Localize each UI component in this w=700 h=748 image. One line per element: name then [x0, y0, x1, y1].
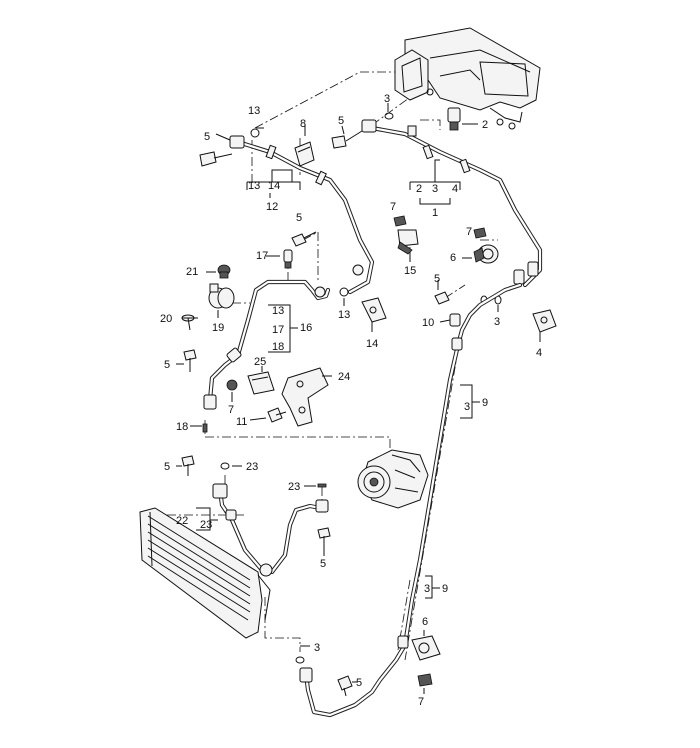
- callout-3-group: 3: [432, 183, 438, 195]
- bolt-5-right: [434, 291, 450, 305]
- o-ring-13-mid: [339, 287, 349, 297]
- callout-5-mid: 5: [296, 212, 302, 224]
- callout-13-group-16: 13: [272, 305, 284, 317]
- bracket-14-mid: [361, 297, 387, 323]
- callout-5-right: 5: [434, 273, 440, 285]
- callout-labels: 13 5 8 5 3 2 13 14 12 2 3 4 1 5 7 15 7 6…: [160, 93, 542, 708]
- callout-15: 15: [404, 265, 416, 277]
- callout-7-right: 7: [466, 226, 472, 238]
- group-brackets: [176, 103, 541, 694]
- bolt-5-compressor: [317, 527, 331, 546]
- bolt-5-left-mid: [183, 349, 197, 372]
- service-valve-19: [208, 283, 235, 309]
- callout-13-mid: 13: [338, 309, 350, 321]
- callout-3-bottom: 3: [314, 642, 320, 654]
- callout-17-top: 17: [256, 250, 268, 262]
- callout-22: 22: [176, 515, 188, 527]
- clamp-6-top: [473, 244, 499, 264]
- callout-18: 18: [176, 421, 188, 433]
- compressor-line-22: [212, 483, 329, 577]
- callout-5-top-mid: 5: [338, 115, 344, 127]
- callout-5-left-mid: 5: [164, 359, 170, 371]
- bracket-24: [281, 367, 329, 427]
- callout-7-top: 7: [390, 201, 396, 213]
- callout-5-compressor: 5: [320, 558, 326, 570]
- callout-6-top: 6: [450, 252, 456, 264]
- callout-4: 4: [536, 347, 542, 359]
- bolt-5-top-left: [199, 151, 233, 167]
- callout-23-a: 23: [246, 461, 258, 473]
- suction-line-upper: [361, 119, 543, 288]
- callout-23-b: 23: [288, 481, 300, 493]
- screw-20: [181, 314, 195, 331]
- pressure-line-16: [203, 279, 331, 410]
- callout-3-top: 3: [384, 93, 390, 105]
- clamp-6-bottom: [411, 635, 441, 661]
- callout-9-bottom: 9: [442, 583, 448, 595]
- callout-4-group: 4: [452, 183, 458, 195]
- callout-14-group: 14: [268, 180, 280, 192]
- callout-9-top: 9: [482, 397, 488, 409]
- cap-21: [217, 264, 231, 279]
- bolt-5-lower-left: [181, 455, 195, 476]
- condenser: [139, 507, 271, 639]
- clip-8: [294, 141, 315, 167]
- callout-3-right: 3: [494, 316, 500, 328]
- o-ring-13-top: [250, 128, 260, 138]
- bracket-4: [532, 309, 557, 333]
- bolt-5-bottom: [337, 675, 353, 697]
- o-ring-23-b: [317, 483, 327, 488]
- callout-8: 8: [300, 118, 306, 130]
- callout-17-group-16: 17: [272, 324, 284, 336]
- ac-compressor: [357, 449, 429, 509]
- o-ring-3-top: [384, 112, 394, 120]
- callout-7-bottom: 7: [418, 696, 424, 708]
- callout-24: 24: [338, 371, 350, 383]
- o-ring-23-a: [220, 462, 230, 470]
- callout-3-group-9-b: 3: [424, 583, 430, 595]
- callout-14-mid: 14: [366, 338, 378, 350]
- callout-16: 16: [300, 322, 312, 334]
- callout-19: 19: [212, 322, 224, 334]
- callout-20: 20: [160, 313, 172, 325]
- callout-2: 2: [482, 119, 488, 131]
- hose-assembly-12: [229, 135, 375, 295]
- callout-1: 1: [432, 207, 438, 219]
- bolt-5-mid: [291, 231, 317, 247]
- clamp-15: [397, 229, 419, 255]
- callout-12: 12: [266, 201, 278, 213]
- liquid-line-long: [299, 282, 523, 718]
- callout-5-top-left: 5: [204, 131, 210, 143]
- bolt-5-top-mid: [331, 130, 363, 149]
- screw-7-top: [393, 215, 407, 227]
- callout-13-top: 13: [248, 105, 260, 117]
- callout-10: 10: [422, 317, 434, 329]
- clamp-25: [247, 371, 275, 395]
- callout-25: 25: [254, 356, 266, 368]
- callout-5-lower-left: 5: [164, 461, 170, 473]
- callout-21: 21: [186, 266, 198, 278]
- bolt-11: [267, 407, 287, 423]
- callout-7-mid: 7: [228, 404, 234, 416]
- o-ring-18: [202, 423, 208, 433]
- plug-7-mid: [226, 379, 238, 391]
- hvac-housing: [394, 27, 541, 130]
- callout-5-bottom: 5: [356, 677, 362, 689]
- callout-18-group-16: 18: [272, 341, 284, 353]
- screw-7-bottom: [417, 673, 433, 687]
- callout-3-group-9: 3: [464, 401, 470, 413]
- fitting-10: [449, 313, 461, 327]
- callout-23-group: 23: [200, 519, 212, 531]
- o-ring-3-bottom: [295, 656, 305, 664]
- callout-11: 11: [236, 416, 247, 428]
- pressure-sensor-2: [447, 107, 472, 131]
- callout-6-bottom: 6: [422, 616, 428, 628]
- screw-7-right: [473, 227, 487, 239]
- callout-2-group: 2: [416, 183, 422, 195]
- valve-17: [283, 249, 293, 269]
- callout-13-group: 13: [248, 180, 260, 192]
